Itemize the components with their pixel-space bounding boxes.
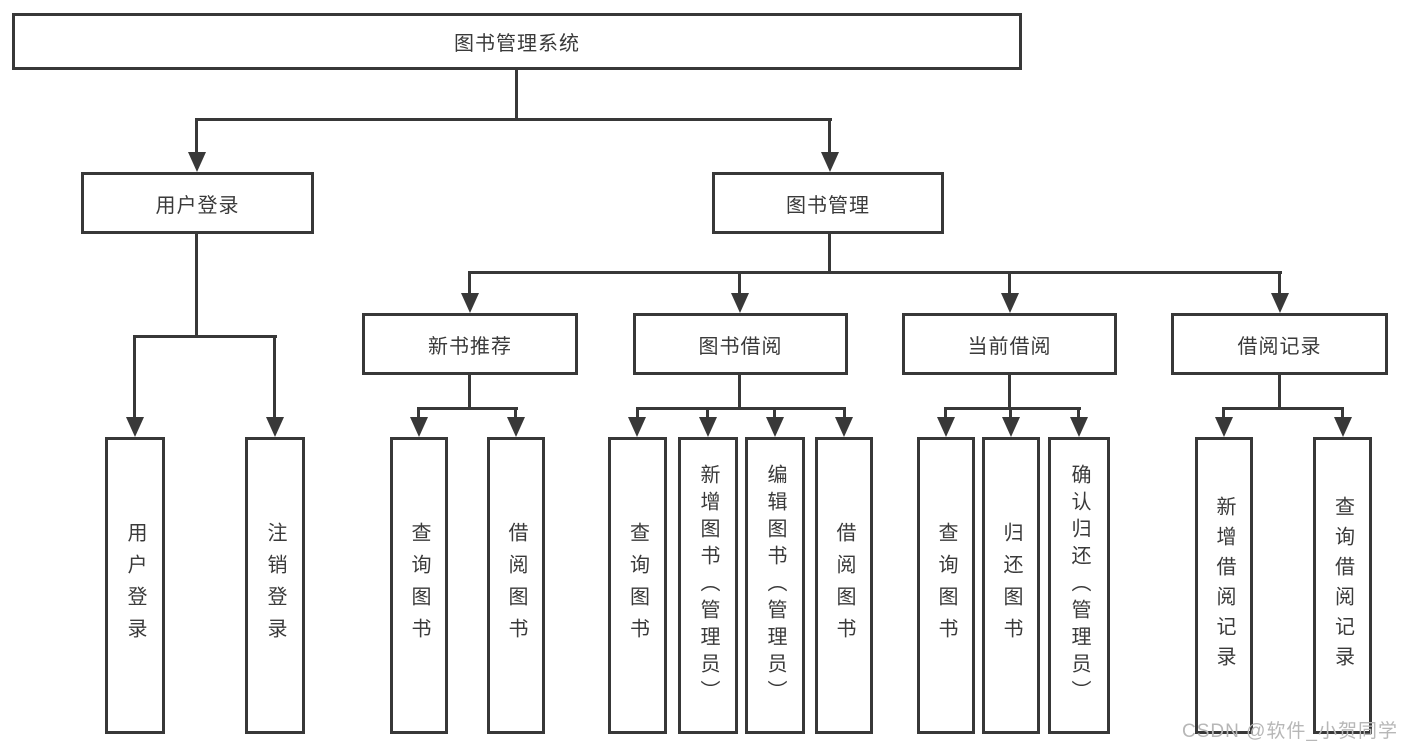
connector-vline	[273, 335, 276, 421]
connector-vline	[1008, 375, 1011, 410]
connector-hline	[133, 335, 277, 338]
node-user-login-group: 用户登录	[81, 172, 314, 234]
arrow-down-icon	[1070, 417, 1088, 437]
leaf-user-login: 用户登录	[105, 437, 165, 734]
leaf-return-books: 归还图书	[982, 437, 1040, 734]
arrow-down-icon	[835, 417, 853, 437]
leaf-query-borrow-record: 查询借阅记录	[1313, 437, 1372, 734]
connector-hline	[195, 118, 832, 121]
arrow-down-icon	[766, 417, 784, 437]
connector-vline	[1222, 407, 1225, 421]
arrow-down-icon	[937, 417, 955, 437]
connector-vline	[1077, 407, 1080, 421]
leaf-current-query-books: 查询图书	[917, 437, 975, 734]
leaf-edit-books-admin: 编辑图书（管理员）	[745, 437, 805, 734]
arrow-down-icon	[410, 417, 428, 437]
leaf-borrowing-borrow-books: 借阅图书	[815, 437, 873, 734]
connector-vline	[636, 407, 639, 421]
connector-vline	[468, 271, 471, 296]
node-book-borrowing: 图书借阅	[633, 313, 848, 375]
arrow-down-icon	[461, 293, 479, 313]
watermark: CSDN @软件_小贺同学	[1182, 721, 1398, 742]
connector-hline	[468, 271, 1282, 274]
arrow-down-icon	[1002, 417, 1020, 437]
node-current-borrowing: 当前借阅	[902, 313, 1117, 375]
node-root: 图书管理系统	[12, 13, 1022, 70]
connector-vline	[944, 407, 947, 421]
arrow-down-icon	[699, 417, 717, 437]
arrow-down-icon	[188, 152, 206, 172]
arrow-down-icon	[1215, 417, 1233, 437]
leaf-borrowing-query-books: 查询图书	[608, 437, 667, 734]
connector-hline	[944, 407, 1081, 410]
connector-vline	[843, 407, 846, 421]
arrow-down-icon	[266, 417, 284, 437]
leaf-logout: 注销登录	[245, 437, 305, 734]
connector-vline	[468, 375, 471, 410]
connector-hline	[636, 407, 846, 410]
connector-vline	[1341, 407, 1344, 421]
arrow-down-icon	[628, 417, 646, 437]
arrow-down-icon	[1271, 293, 1289, 313]
connector-vline	[1009, 407, 1012, 421]
arrow-down-icon	[1334, 417, 1352, 437]
connector-vline	[515, 68, 518, 120]
connector-vline	[828, 234, 831, 274]
connector-vline	[195, 234, 198, 338]
arrow-down-icon	[731, 293, 749, 313]
arrow-down-icon	[1001, 293, 1019, 313]
leaf-recommend-borrow-books: 借阅图书	[487, 437, 545, 734]
node-new-book-recommendation: 新书推荐	[362, 313, 578, 375]
connector-vline	[133, 335, 136, 421]
node-book-management: 图书管理	[712, 172, 944, 234]
connector-vline	[773, 407, 776, 421]
connector-vline	[738, 375, 741, 410]
connector-vline	[1278, 375, 1281, 410]
connector-vline	[1278, 271, 1281, 296]
arrow-down-icon	[126, 417, 144, 437]
arrow-down-icon	[507, 417, 525, 437]
arrow-down-icon	[821, 152, 839, 172]
connector-vline	[1008, 271, 1011, 296]
leaf-add-borrow-record: 新增借阅记录	[1195, 437, 1253, 734]
node-borrowing-records: 借阅记录	[1171, 313, 1388, 375]
connector-vline	[417, 407, 420, 421]
connector-vline	[514, 407, 517, 421]
leaf-add-books-admin: 新增图书（管理员）	[678, 437, 738, 734]
connector-hline	[417, 407, 518, 410]
connector-vline	[828, 118, 831, 156]
connector-vline	[738, 271, 741, 296]
connector-vline	[195, 118, 198, 156]
connector-vline	[706, 407, 709, 421]
leaf-confirm-return-admin: 确认归还（管理员）	[1048, 437, 1110, 734]
leaf-recommend-query-books: 查询图书	[390, 437, 448, 734]
connector-hline	[1222, 407, 1344, 410]
